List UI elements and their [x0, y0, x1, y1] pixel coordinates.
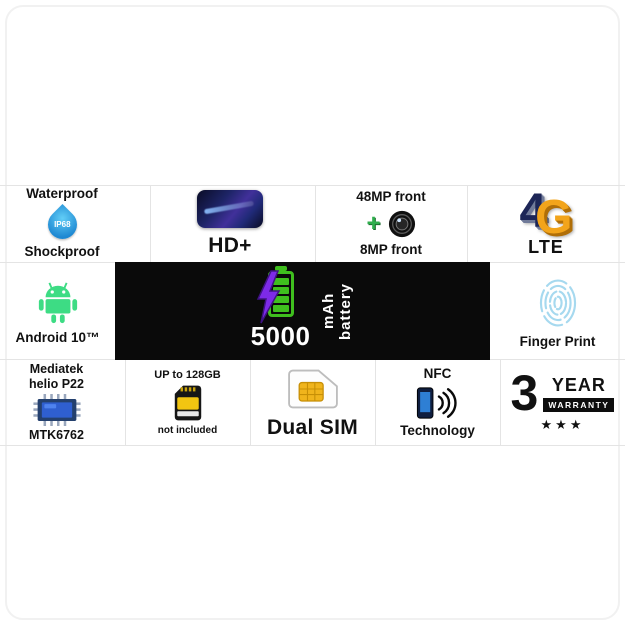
- warranty-stars: ★★★: [540, 416, 585, 432]
- battery-unit-label: mAh battery: [320, 282, 355, 340]
- feature-dual-sim: Dual SIM: [250, 360, 375, 445]
- feature-android: Android 10™: [0, 263, 115, 359]
- shockproof-label: Shockproof: [24, 244, 100, 259]
- grid-line: [0, 185, 625, 186]
- warranty-year-label: YEAR: [551, 375, 606, 395]
- warranty-badge: 3 YEAR WARRANTY: [510, 365, 615, 422]
- dual-sim-label: Dual SIM: [266, 415, 359, 439]
- 4g-numeral: 4: [519, 185, 547, 239]
- feature-nfc: NFC Technology: [375, 360, 500, 445]
- hd-label: HD+: [208, 233, 252, 257]
- feature-4g-lte: 4 G LTE: [467, 186, 625, 261]
- lightning-bolt-icon: [256, 269, 280, 323]
- feature-camera: 48MP front + 8MP front: [315, 186, 467, 261]
- chipset-brand: Mediatek: [29, 362, 84, 376]
- ip-rating-label: IP68: [53, 220, 71, 229]
- waterproof-title: Waterproof: [26, 186, 98, 202]
- grid-line: [315, 185, 316, 262]
- storage-note: not included: [157, 425, 218, 436]
- 4g-logo: 4 G: [519, 185, 572, 242]
- grid-line: [500, 359, 501, 445]
- feature-warranty: 3 YEAR WARRANTY ★★★: [500, 360, 625, 445]
- plus-icon: +: [366, 209, 381, 237]
- nfc-phone-icon: [416, 386, 457, 419]
- feature-chipset: Mediatek helio P22 MTK6762: [0, 360, 125, 445]
- sim-card-icon: [287, 369, 338, 408]
- android-label: Android 10™: [15, 329, 100, 345]
- grid-line: [125, 359, 126, 445]
- battery-icon: [256, 269, 294, 323]
- fingerprint-icon: [539, 279, 576, 327]
- feature-waterproof: Waterproof IP68 Shockproof: [0, 186, 150, 261]
- chipset-model: helio P22: [29, 377, 84, 391]
- battery-banner: 5000 mAh battery: [115, 262, 490, 360]
- front-camera-label: 48MP front: [356, 188, 426, 204]
- grid-line: [150, 185, 151, 262]
- nfc-title: NFC: [423, 365, 452, 381]
- storage-capacity: UP to 128GB: [154, 369, 221, 381]
- android-robot-icon: [38, 282, 77, 323]
- waterdrop-icon: IP68: [41, 203, 83, 246]
- chip-icon: [32, 394, 81, 426]
- grid-line: [250, 359, 251, 445]
- light-streak: [203, 200, 255, 214]
- feature-fingerprint: Finger Print: [490, 263, 625, 359]
- grid-line: [375, 359, 376, 445]
- feature-storage: UP to 128GB not included: [125, 360, 250, 445]
- warranty-number: 3: [510, 365, 539, 422]
- 4g-letter-g: G: [535, 191, 573, 245]
- camera-lens-icon: [388, 210, 415, 237]
- nfc-subtitle: Technology: [400, 422, 475, 438]
- battery-capacity: 5000: [250, 320, 311, 351]
- grid-line: [0, 445, 625, 446]
- rear-camera-label: 8MP front: [359, 241, 422, 257]
- chipset-code: MTK6762: [29, 428, 84, 442]
- fingerprint-label: Finger Print: [519, 333, 596, 349]
- grid-line: [467, 185, 468, 262]
- warranty-ribbon-label: WARRANTY: [543, 398, 615, 412]
- feature-display: HD+: [150, 186, 310, 261]
- display-image: [197, 189, 263, 228]
- lte-label: LTE: [528, 236, 564, 257]
- battery-group: 5000: [250, 269, 311, 352]
- microsd-card-icon: [174, 385, 201, 421]
